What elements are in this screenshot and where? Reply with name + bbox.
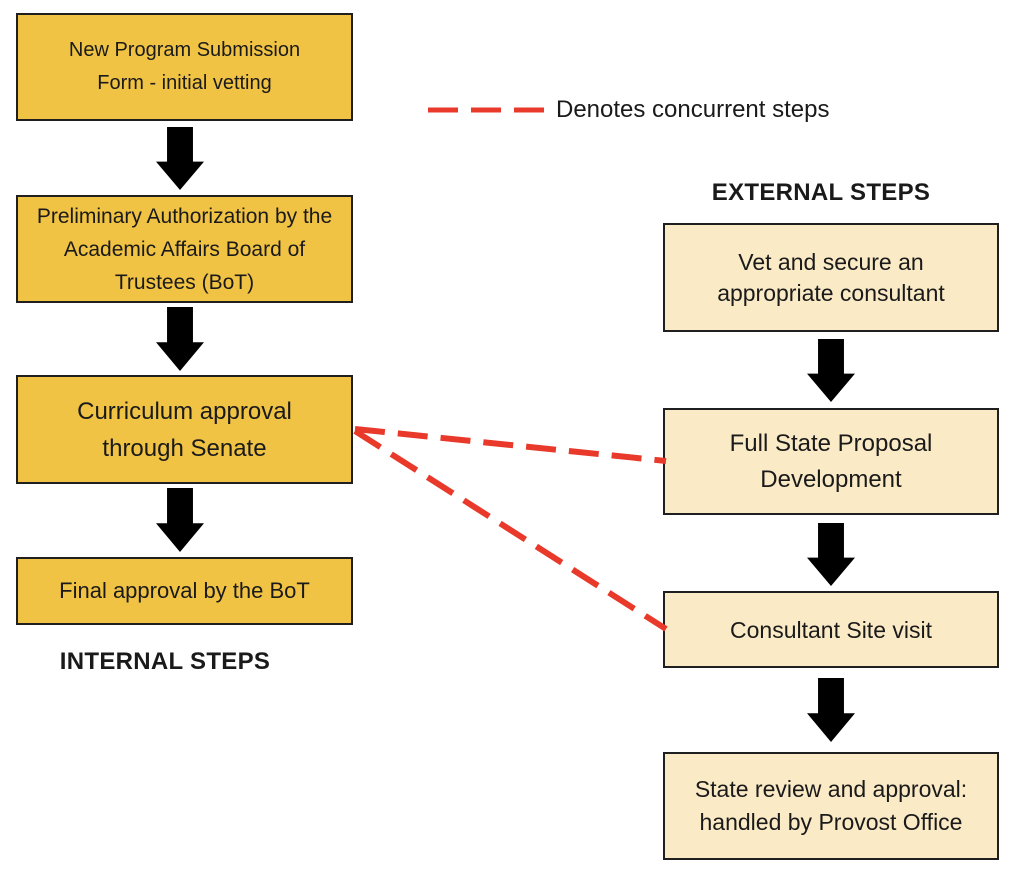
external-step-state-review: State review and approval: handled by Pr… (663, 752, 999, 860)
step-text-line: Development (760, 465, 902, 493)
internal-step-curriculum-approval: Curriculum approval through Senate (16, 375, 353, 484)
step-text-line: Curriculum approval (77, 397, 292, 425)
concurrent-connector-senate-to-proposal (354, 426, 667, 464)
down-arrow-icon (807, 523, 855, 586)
step-text-line: Final approval by the BoT (59, 578, 310, 603)
step-text-line: New Program Submission (68, 39, 301, 61)
external-steps-title: EXTERNAL STEPS (711, 179, 931, 206)
concurrent-connector-senate-to-site-visit (353, 428, 668, 632)
external-step-full-state-proposal: Full State Proposal Development (663, 408, 999, 515)
legend-label: Denotes concurrent steps (556, 96, 830, 123)
external-step-vet-consultant: Vet and secure an appropriate consultant (663, 223, 999, 332)
step-text-line: Academic Affairs Board of (63, 237, 306, 261)
step-text-line: Vet and secure an (738, 248, 924, 275)
internal-step-final-approval: Final approval by the BoT (16, 557, 353, 625)
down-arrow-icon (156, 127, 204, 190)
step-text-line: Preliminary Authorization by the (36, 204, 333, 228)
internal-step-new-program-submission: New Program Submission Form - initial ve… (16, 13, 353, 121)
step-text-line: through Senate (102, 434, 267, 462)
step-text-line: State review and approval: (694, 776, 968, 802)
internal-step-preliminary-authorization: Preliminary Authorization by the Academi… (16, 195, 353, 303)
step-text-line: Trustees (BoT) (114, 270, 255, 294)
external-step-consultant-site-visit: Consultant Site visit (663, 591, 999, 668)
down-arrow-icon (156, 307, 204, 371)
step-text-line: Consultant Site visit (730, 616, 932, 643)
step-text-line: Full State Proposal (729, 429, 933, 457)
step-text-line: handled by Provost Office (699, 809, 963, 835)
down-arrow-icon (807, 678, 855, 742)
internal-steps-title: INTERNAL STEPS (59, 648, 271, 675)
down-arrow-icon (156, 488, 204, 552)
down-arrow-icon (807, 339, 855, 402)
step-text-line: appropriate consultant (717, 279, 945, 306)
step-text-line: Form - initial vetting (97, 72, 272, 94)
